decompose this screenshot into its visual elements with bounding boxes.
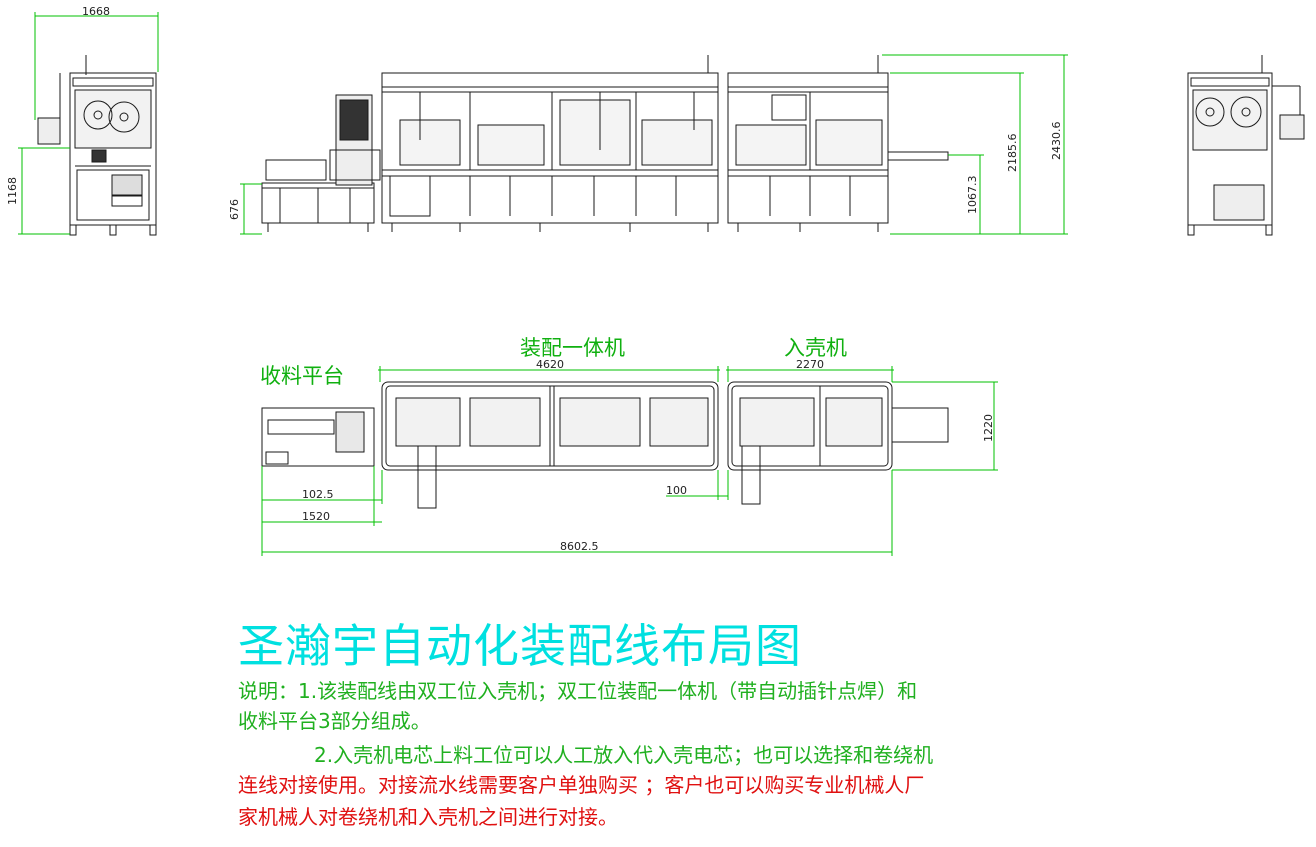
note-line-3: 2.入壳机电芯上料工位可以人工放入代入壳电芯；也可以选择和卷绕机 <box>314 743 934 767</box>
dim-1220: 1220 <box>982 414 995 442</box>
note-line-4a: 连线对接使用。对接流水线需要客户单独购买 <box>238 773 638 797</box>
dim-1520: 1520 <box>302 510 330 523</box>
right-side-view <box>1187 55 1305 236</box>
note-line-4b: ；客户也可以购买专业机械人厂 <box>644 773 925 797</box>
dim-102: 102.5 <box>302 488 334 501</box>
front-view-receiving-platform <box>261 94 381 232</box>
dim-2430: 2430.6 <box>1050 122 1063 161</box>
dim-1067: 1067.3 <box>966 176 979 215</box>
label-receiving-platform: 收料平台 <box>260 364 344 388</box>
note-line-2: 收料平台3部分组成。 <box>238 709 431 733</box>
note-line-1: 说明：1.该装配线由双工位入壳机；双工位装配一体机（带自动插针点焊）和 <box>238 679 918 703</box>
front-view-casing-machine <box>727 55 949 232</box>
page-title: 圣瀚宇自动化装配线布局图 <box>238 619 802 673</box>
front-view-assembly-machine <box>381 55 719 232</box>
dim-676: 676 <box>228 199 241 220</box>
note-line-5: 家机械人对卷绕机和入壳机之间进行对接。 <box>238 805 618 829</box>
dim-2270: 2270 <box>796 358 824 371</box>
plan-view-assembly-machine <box>381 381 719 509</box>
label-assembly-machine: 装配一体机 <box>520 336 625 360</box>
dim-4620: 4620 <box>536 358 564 371</box>
dimension-lines <box>18 12 1068 556</box>
note-line-4: 连线对接使用。对接流水线需要客户单独购买 ；客户也可以购买专业机械人厂 <box>238 770 924 800</box>
plan-view-receiving-platform <box>261 407 375 467</box>
left-side-view <box>37 55 157 236</box>
dim-8602: 8602.5 <box>560 540 599 553</box>
plan-view-casing-machine <box>727 381 949 505</box>
dim-1668: 1668 <box>82 5 110 18</box>
dim-1168: 1168 <box>6 177 19 205</box>
label-casing-machine: 入壳机 <box>784 336 847 360</box>
dim-100: 100 <box>666 484 687 497</box>
dim-2185: 2185.6 <box>1006 134 1019 173</box>
